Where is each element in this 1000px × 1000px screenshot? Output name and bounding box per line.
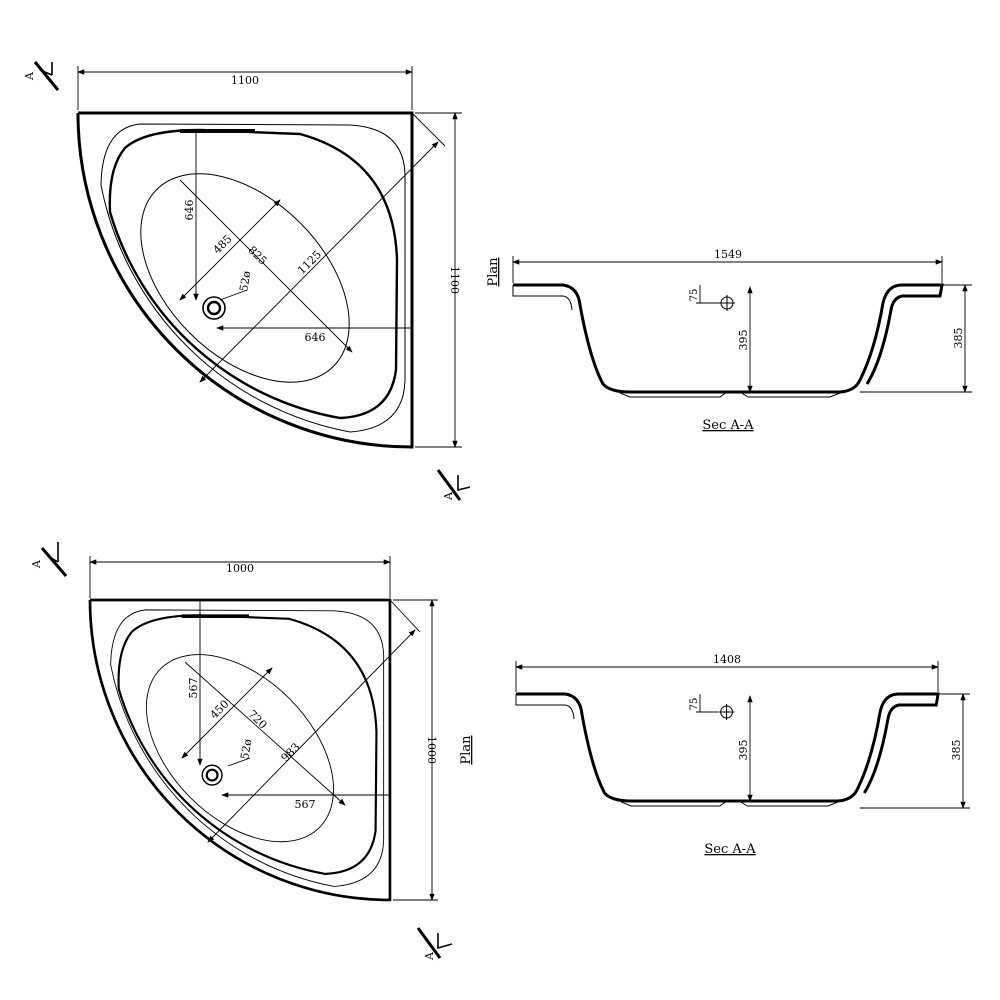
section-marker-bottom-right: A	[436, 469, 471, 501]
svg-text:A: A	[442, 491, 455, 501]
drain-to-wall-y: 646	[183, 200, 196, 221]
section-marker-bottom-right-2: A	[416, 927, 453, 961]
plan-width: 1100	[231, 74, 259, 87]
overall-height: 385	[950, 740, 963, 761]
overflow-height: 75	[689, 698, 700, 711]
plan-view-1000: 1000 1000 567 450 720 983 52ø 567	[88, 556, 438, 902]
plan-view-1100: 1100 1100 646 485 825 1125 52ø 646	[76, 66, 462, 449]
svg-text:A: A	[30, 559, 43, 569]
section-marker-top-left: A	[23, 61, 60, 91]
inner-depth: 395	[737, 740, 750, 761]
plan-width: 1000	[226, 562, 254, 575]
basin-diagonal: 825	[245, 244, 269, 268]
drain-diameter: 52ø	[237, 270, 253, 293]
basin-width: 450	[208, 698, 232, 722]
drain-to-wall-y: 567	[187, 678, 200, 699]
section-marker-top-left-2: A	[30, 542, 68, 577]
basin-width: 485	[211, 233, 235, 257]
section-title: Sec A-A	[704, 842, 756, 857]
drain-to-wall-x: 567	[295, 798, 316, 811]
overall-diagonal: 1125	[295, 248, 324, 277]
section-length: 1408	[713, 653, 741, 666]
inner-depth: 395	[737, 330, 750, 351]
drain-diameter: 52ø	[238, 738, 254, 761]
plan-label: Plan	[486, 257, 501, 287]
section-length: 1549	[714, 248, 742, 261]
section-view-1408: Plan 1408 75 395 385 Sec A-A	[459, 653, 970, 857]
overall-diagonal: 983	[279, 741, 303, 765]
basin-diagonal: 720	[245, 708, 269, 732]
drain-to-wall-x: 646	[305, 331, 326, 344]
plan-depth: 1000	[425, 736, 438, 764]
section-title: Sec A-A	[702, 418, 754, 433]
overflow-height: 75	[689, 289, 700, 302]
plan-label: Plan	[459, 735, 474, 765]
section-view-1549: Plan 1549 75 395 385 Sec A-A	[486, 248, 972, 433]
svg-text:A: A	[23, 71, 36, 81]
svg-text:A: A	[423, 951, 436, 961]
plan-depth: 1100	[448, 266, 461, 294]
overall-height: 385	[952, 328, 965, 349]
